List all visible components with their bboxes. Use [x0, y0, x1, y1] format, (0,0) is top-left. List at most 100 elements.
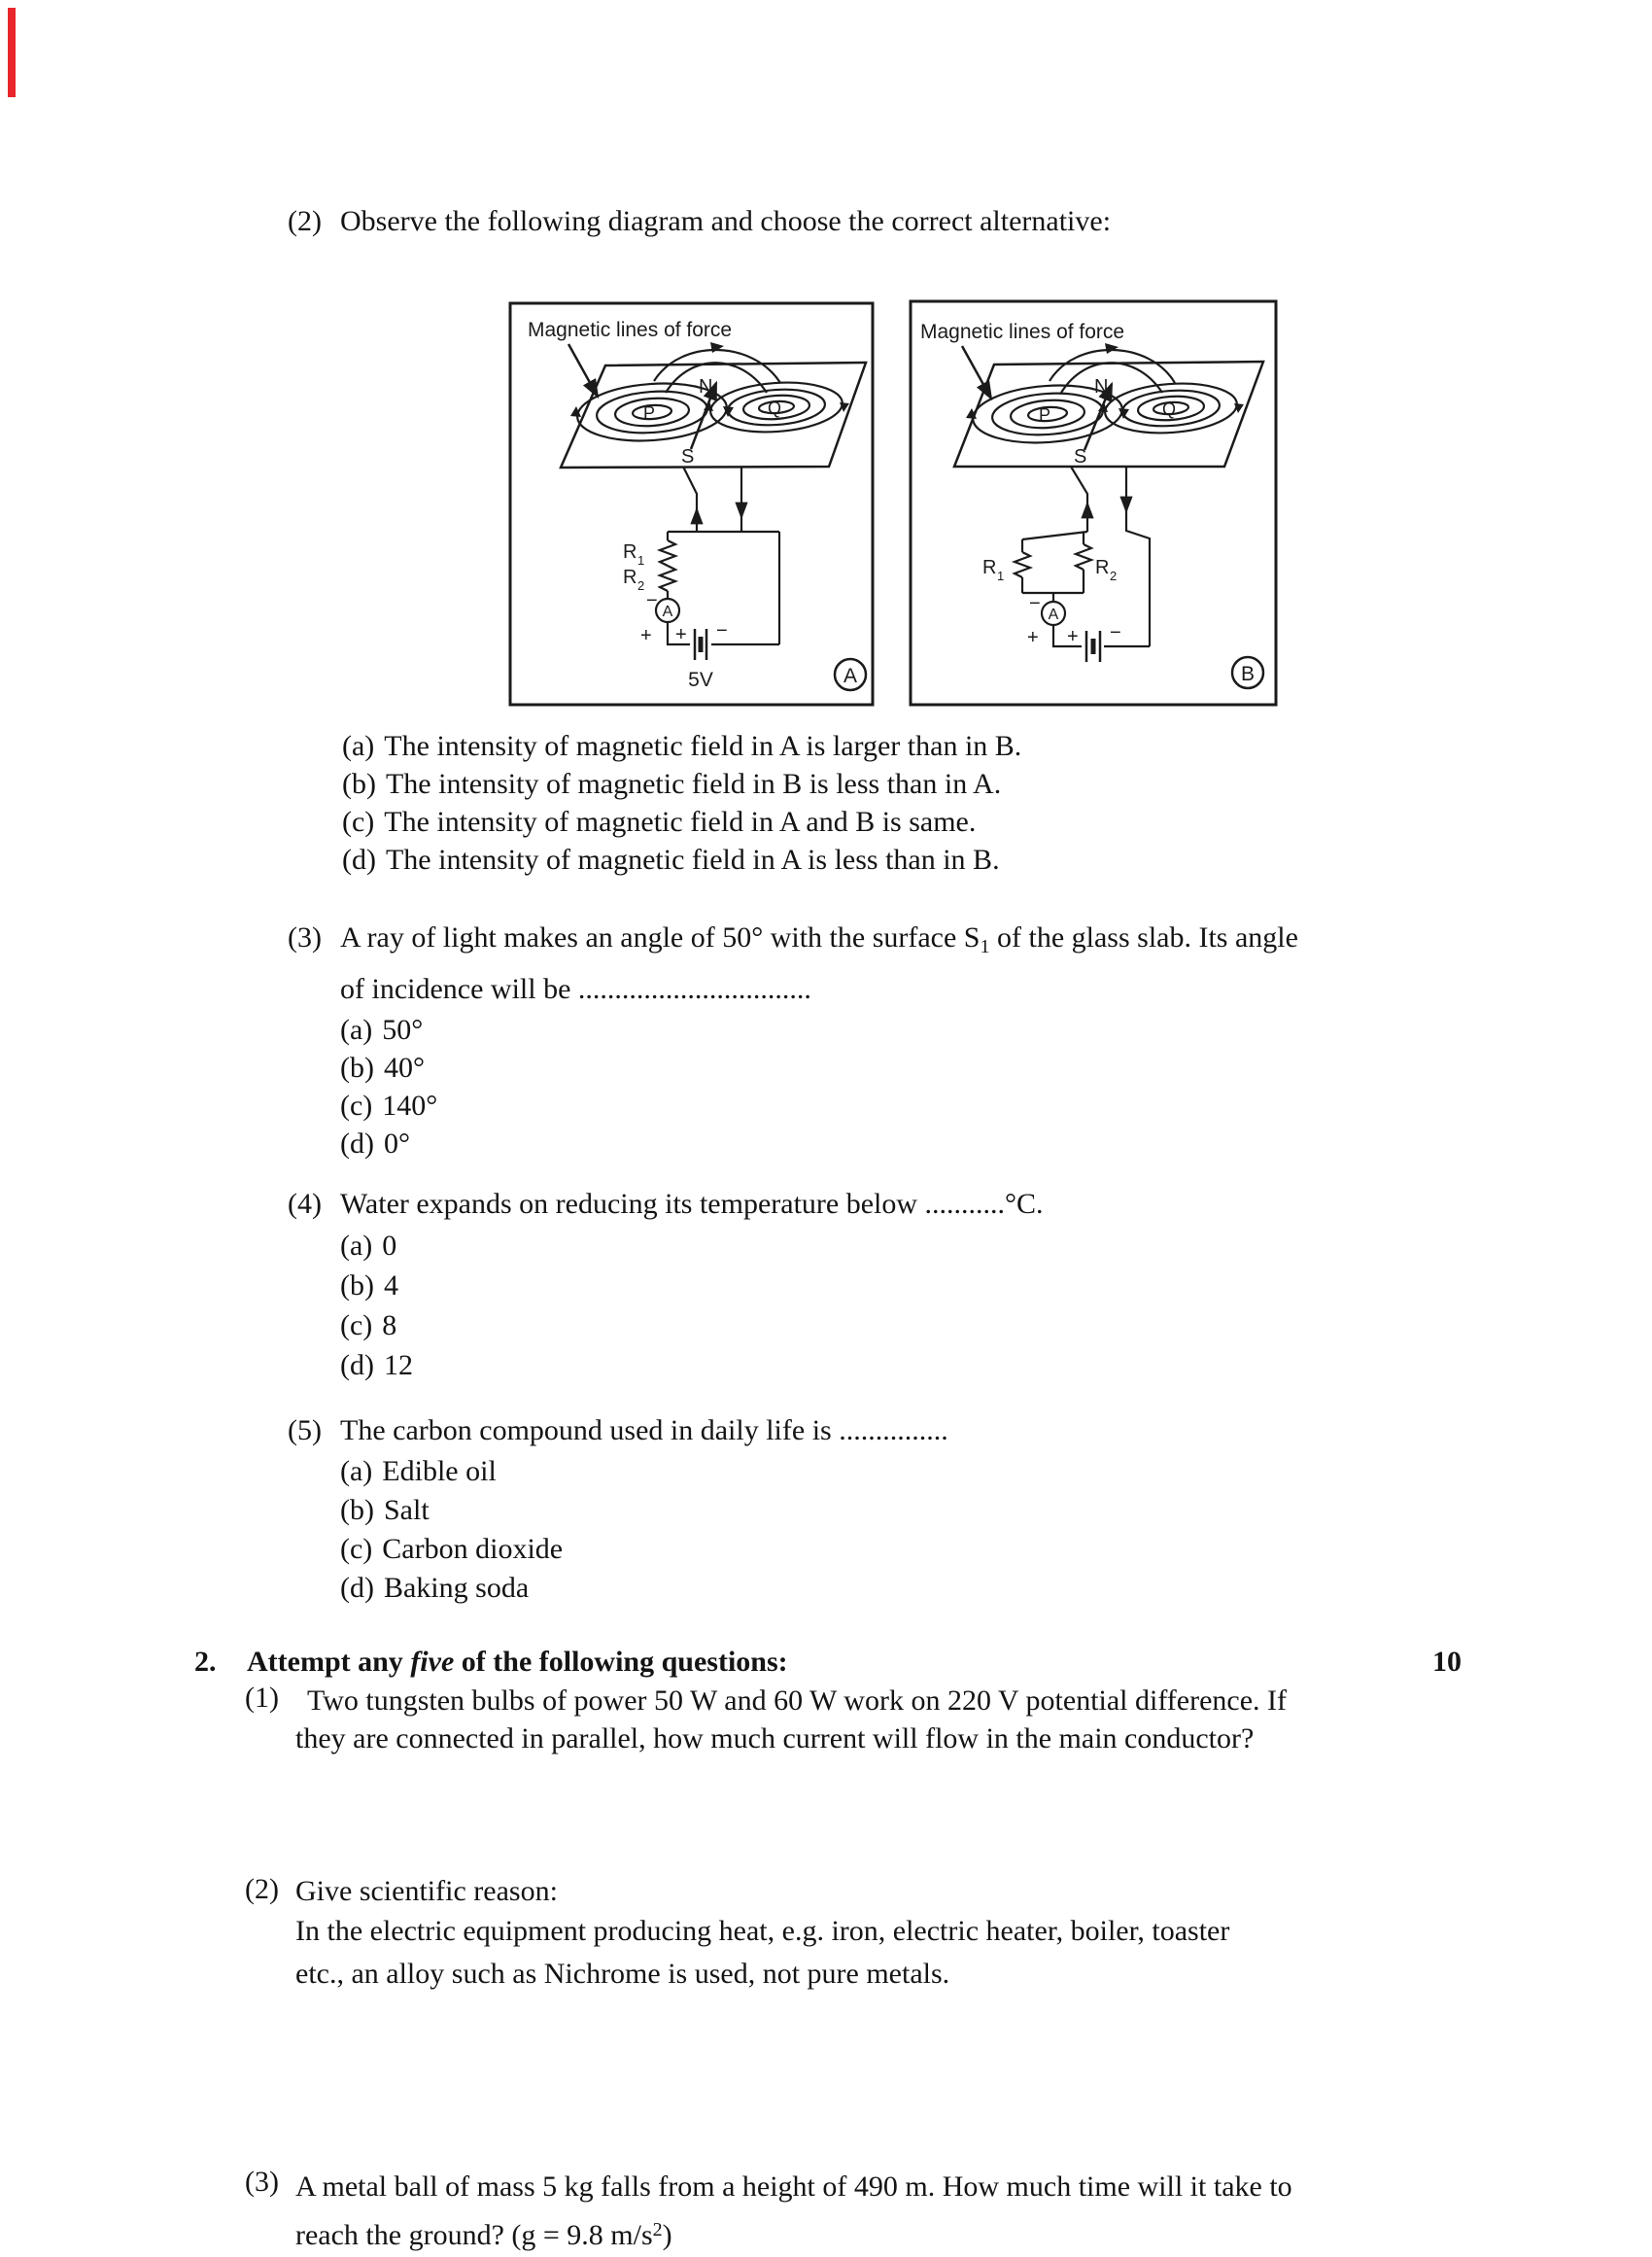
r1-subscript: 1	[637, 553, 644, 568]
compass-needle	[689, 380, 718, 450]
resistor-r2	[1072, 543, 1095, 571]
field-arrowhead	[723, 406, 734, 417]
label-pointer-arrow	[960, 345, 993, 401]
north-label: N	[1094, 376, 1108, 398]
ammeter-plus: +	[640, 625, 652, 646]
panel-a-badge-circle	[833, 657, 868, 692]
section-2-title-pre: Attempt any	[247, 1646, 411, 1678]
sub-question-3-line2: reach the ground? (g = 9.8 m/s2)	[295, 2208, 1652, 2257]
question-4-options: (a) 0 (b)4 (c) 8 (d) 12	[340, 1226, 1044, 1385]
plane-board	[559, 361, 868, 469]
r2-subscript: 2	[1110, 569, 1117, 583]
panel-a-border	[508, 301, 875, 707]
section-2-title: Attempt any five of the following questi…	[247, 1644, 788, 1681]
question-2: (2) Observe the following diagram and ch…	[288, 203, 1111, 240]
option-b-label: (b)	[342, 768, 376, 800]
option-d-text: 12	[383, 1349, 413, 1381]
option-c: (c)Carbon dioxide	[340, 1530, 948, 1569]
plane-board	[952, 360, 1265, 469]
option-d: (d) 12	[340, 1345, 1044, 1385]
option-c-text: 8	[382, 1309, 397, 1341]
option-b-label: (b)	[340, 1269, 374, 1302]
question-2-text: Observe the following diagram and choose…	[340, 205, 1112, 237]
option-d: (d) Baking soda	[340, 1569, 948, 1608]
south-label: S	[1074, 446, 1086, 468]
compass-needle	[1083, 381, 1114, 451]
field-arrowhead	[570, 406, 581, 417]
arc-arrowhead	[710, 342, 724, 353]
pole-p-label: P	[1039, 405, 1050, 425]
option-a: (a)The intensity of magnetic field in A …	[342, 727, 1021, 765]
option-a-label: (a)	[340, 1014, 373, 1046]
units-superscript: 2	[652, 2219, 663, 2240]
wire-to-battery	[1051, 625, 1082, 648]
option-c: (c)140°	[340, 1087, 1298, 1125]
option-d: (d)The intensity of magnetic field in A …	[342, 841, 1021, 879]
field-lines-label: Magnetic lines of force	[528, 319, 732, 341]
option-b: (b)40°	[340, 1049, 1298, 1087]
resistor-r1	[1011, 551, 1034, 578]
field-arrowhead	[840, 402, 849, 412]
pole-q-label: Q	[768, 399, 781, 418]
option-b: (b)The intensity of magnetic field in B …	[342, 765, 1021, 803]
option-a: (a)50°	[340, 1011, 1298, 1049]
option-d-text: Baking soda	[383, 1572, 530, 1604]
field-arrowhead	[966, 408, 977, 419]
option-a-label: (a)	[340, 1230, 373, 1262]
question-5-text: The carbon compound used in daily life i…	[340, 1414, 948, 1446]
over-arc-inner	[665, 362, 768, 394]
question-4-text: Water expands on reducing its temperatur…	[340, 1188, 1044, 1220]
question-3-number: (3)	[288, 921, 322, 954]
ammeter-plus: +	[1027, 627, 1039, 648]
option-a-label: (a)	[340, 1455, 373, 1487]
option-d-label: (d)	[340, 1572, 374, 1604]
arc-arrowhead	[1105, 343, 1119, 354]
section-2-header: 2. Attempt any five of the following que…	[194, 1644, 788, 1681]
option-b: (b)4	[340, 1266, 1044, 1305]
sub-question-3-line2-pre: reach the ground? (g = 9.8 m/s	[295, 2219, 653, 2251]
option-d-text: The intensity of magnetic field in A is …	[385, 844, 1000, 876]
option-a-text: 0	[382, 1230, 397, 1262]
sub-question-1-line2: they are connected in parallel, how much…	[295, 1722, 1255, 1754]
question-4-number: (4)	[288, 1188, 322, 1220]
parallel-top-wire	[1021, 530, 1088, 541]
diagram-panel-b: Magnetic lines of force N S P Q R 1 R 2 …	[909, 299, 1278, 707]
question-4-line1: (4) Water expands on reducing its temper…	[288, 1183, 1044, 1226]
section-2-number: 2.	[194, 1646, 217, 1678]
option-a: (a)Edible oil	[340, 1452, 948, 1491]
section-2-marks: 10	[1432, 1646, 1462, 1678]
question-3: (3) A ray of light makes an angle of 50°…	[288, 917, 1298, 1163]
option-c: (c) 8	[340, 1305, 1044, 1345]
diagram-panel-a: Magnetic lines of force N S P Q R 1 R 2 …	[508, 301, 875, 707]
sub-question-3-line1: A metal ball of mass 5 kg falls from a h…	[295, 2170, 1292, 2203]
wire-to-battery	[666, 622, 690, 646]
battery-minus: −	[1110, 622, 1121, 643]
sub-question-2-line1: Give scientific reason:	[295, 1875, 558, 1907]
question-5-options: (a)Edible oil (b)Salt (c)Carbon dioxide …	[340, 1452, 948, 1608]
section-2-title-emphasis: five	[410, 1646, 455, 1678]
wire-right-from-plane	[1124, 467, 1152, 646]
option-d-label: (d)	[340, 1128, 374, 1160]
option-d-label: (d)	[340, 1349, 374, 1381]
question-5-number: (5)	[288, 1414, 322, 1446]
section-2-question-2: (2) Give scientific reason: In the elect…	[245, 1873, 1652, 1996]
question-5-line1: (5) The carbon compound used in daily li…	[288, 1409, 948, 1452]
r1-label: R	[623, 541, 637, 563]
resistor-r2	[656, 565, 679, 592]
sub-question-2-line3: etc., an alloy such as Nichrome is used,…	[295, 1958, 950, 1990]
panel-a-badge-letter: A	[843, 665, 857, 687]
sub-question-1-number: (1)	[245, 1682, 279, 1714]
question-5: (5) The carbon compound used in daily li…	[288, 1409, 948, 1608]
sub-question-3-number: (3)	[245, 2166, 279, 2198]
option-b-text: 40°	[383, 1052, 425, 1084]
option-b-label: (b)	[340, 1494, 374, 1526]
wire-left-from-plane	[682, 466, 699, 532]
r1-subscript: 1	[997, 569, 1004, 583]
resistor-r1	[656, 539, 679, 567]
question-3-text-post: of the glass slab. Its angle	[989, 921, 1298, 954]
field-lines-label: Magnetic lines of force	[920, 321, 1124, 343]
pole-q-label: Q	[1162, 399, 1176, 419]
option-b-text: Salt	[383, 1494, 430, 1526]
option-c-label: (c)	[340, 1309, 373, 1341]
question-3-text-pre: A ray of light makes an angle of 50° wit…	[340, 921, 981, 954]
